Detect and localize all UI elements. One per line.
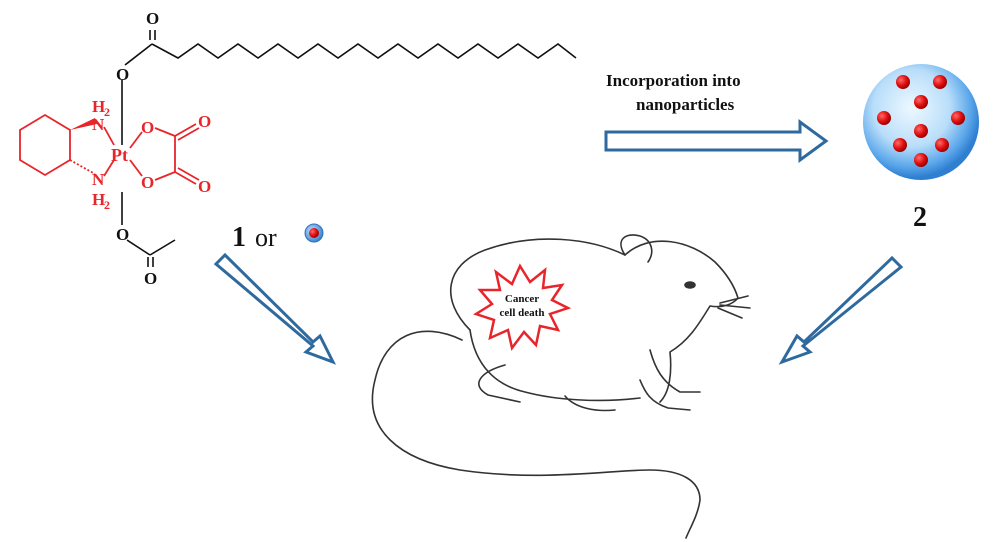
- atom-h-sub-bottom: 2: [104, 198, 110, 212]
- pt-oxalate-dach-core: [19, 113, 200, 185]
- drug-dot-icon: [935, 138, 949, 152]
- compound-2-number: 2: [913, 202, 927, 233]
- atom-o-carbonyl-bottom: O: [144, 269, 157, 288]
- atom-h-amine-bottom: H: [92, 190, 105, 209]
- drug-dot-icon: [933, 75, 947, 89]
- atom-o-ester-top: O: [116, 65, 129, 84]
- process-label: Incorporation into nanoparticles: [606, 71, 741, 114]
- small-drug-dot-icon: [309, 228, 319, 238]
- atom-o-carbonyl-top: O: [146, 9, 159, 28]
- drug-dot-icon: [914, 153, 928, 167]
- atom-o-ox-right-bottom: O: [198, 177, 211, 196]
- compound-1-number: 1: [232, 222, 246, 253]
- cancer-label-line1: Cancer: [505, 293, 539, 305]
- atom-pt: Pt: [111, 145, 128, 165]
- atom-o-ox-left-top: O: [141, 118, 154, 137]
- atom-o-ester-bottom: O: [116, 225, 129, 244]
- atom-n-amine-bottom: N: [92, 170, 105, 189]
- process-label-line2: nanoparticles: [636, 95, 735, 114]
- drug-dot-icon: [914, 124, 928, 138]
- compound-1-label: 1 or: [232, 222, 324, 253]
- nanoparticle-sphere-icon: [863, 64, 979, 180]
- starburst-icon: [473, 263, 572, 351]
- bottom-acetate: [121, 192, 176, 267]
- cancer-label-line2: cell death: [500, 307, 545, 319]
- mouse-illustration-icon: [371, 234, 751, 539]
- drug-dot-icon: [951, 111, 965, 125]
- atom-h-amine-top: H: [92, 97, 105, 116]
- atom-o-ox-left-bottom: O: [141, 173, 154, 192]
- drug-dot-icon: [877, 111, 891, 125]
- compound-1-or: or: [255, 223, 277, 252]
- atom-h-sub-top: 2: [104, 105, 110, 119]
- platinum-complex-structure: O O H 2 N Pt O O N O O H 2 O O: [19, 9, 577, 288]
- atom-o-ox-right-top: O: [198, 112, 211, 131]
- drug-dot-icon: [893, 138, 907, 152]
- nanoparticle-2: [863, 64, 979, 180]
- atom-n-amine-top: N: [92, 115, 105, 134]
- arrow-down-left-icon: [778, 255, 904, 365]
- drug-dot-icon: [896, 75, 910, 89]
- cancer-cell-death-badge: Cancer cell death: [473, 263, 572, 351]
- drug-dots: [877, 75, 965, 167]
- process-label-line1: Incorporation into: [606, 71, 741, 90]
- top-ester-chain: [121, 30, 577, 145]
- drug-dot-icon: [914, 95, 928, 109]
- arrow-right-icon: [604, 119, 829, 163]
- arrow-down-right-icon: [213, 252, 337, 365]
